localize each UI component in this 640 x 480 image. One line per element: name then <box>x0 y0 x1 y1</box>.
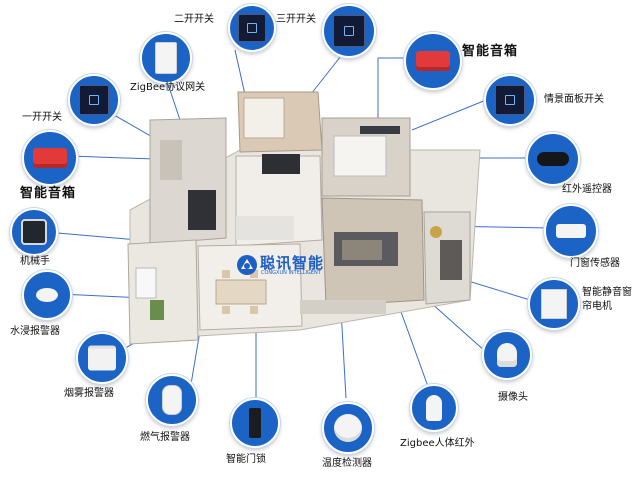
label-door-sensor: 门窗传感器 <box>570 258 620 269</box>
node-manipulator[interactable] <box>10 208 58 256</box>
company-logo: 聪讯智能 CONGXUN INTELLIGENT <box>236 250 356 280</box>
node-zigbee-gateway[interactable] <box>140 32 192 84</box>
node-door-sensor[interactable] <box>544 204 598 258</box>
node-temp-humidity-sensor[interactable] <box>322 402 374 454</box>
temp-sensor-icon <box>334 414 362 442</box>
node-gas-alarm[interactable] <box>146 374 198 426</box>
label-curtain-motor: 智能静音窗帘电机 <box>582 287 632 312</box>
pir-sensor-icon <box>426 395 442 421</box>
label-three-gang-switch: 三开开关 <box>276 14 316 25</box>
label-smoke-alarm: 烟雾报警器 <box>64 388 114 399</box>
node-camera[interactable] <box>482 330 532 380</box>
ir-remote-icon <box>537 152 569 166</box>
label-zigbee-pir: Zigbee人体红外 <box>400 438 475 449</box>
line-scene-panel <box>411 99 487 131</box>
label-temp-humidity-sensor: 温度检测器 <box>322 458 372 469</box>
water-leak-icon <box>36 288 58 302</box>
label-smart-speaker-top: 智能音箱 <box>462 44 519 59</box>
node-smoke-alarm[interactable] <box>76 332 128 384</box>
two-gang-switch-icon <box>238 14 266 42</box>
label-zigbee-gateway: ZigBee协议网关 <box>130 82 206 93</box>
line-pir <box>395 297 431 393</box>
label-two-gang-switch: 二开开关 <box>174 14 214 25</box>
gas-alarm-icon <box>162 385 182 415</box>
node-curtain-motor[interactable] <box>528 278 580 330</box>
node-three-gang-switch[interactable] <box>322 4 376 58</box>
door-lock-icon <box>249 408 261 438</box>
logo-name: 聪讯智能 <box>260 254 325 272</box>
node-smart-speaker-top[interactable] <box>404 32 462 90</box>
label-smart-speaker-left: 智能音箱 <box>20 186 77 201</box>
speaker-icon <box>416 51 450 71</box>
node-water-leak-alarm[interactable] <box>22 270 72 320</box>
node-ir-remote[interactable] <box>526 132 580 186</box>
gateway-icon <box>155 42 177 74</box>
logo-subtitle: CONGXUN INTELLIGENT <box>261 270 321 276</box>
label-water-leak-alarm: 水浸报警器 <box>10 326 60 337</box>
node-one-gang-switch[interactable] <box>68 74 120 126</box>
curtain-motor-icon <box>541 289 567 319</box>
door-sensor-icon <box>556 224 586 238</box>
line-camera <box>429 301 487 353</box>
label-manipulator: 机械手 <box>20 256 50 267</box>
three-gang-switch-icon <box>333 15 365 47</box>
manipulator-icon <box>21 219 47 245</box>
node-two-gang-switch[interactable] <box>228 4 276 52</box>
smoke-alarm-icon <box>88 345 116 371</box>
label-one-gang-switch: 一开开关 <box>22 112 62 123</box>
label-gas-alarm: 燃气报警器 <box>140 432 190 443</box>
node-zigbee-pir[interactable] <box>410 384 458 432</box>
one-gang-switch-icon <box>79 85 109 115</box>
label-ir-remote: 红外遥控器 <box>562 184 612 195</box>
speaker-icon <box>33 148 67 168</box>
node-scene-panel-switch[interactable] <box>484 74 536 126</box>
scene-panel-icon <box>495 85 525 115</box>
label-scene-panel-switch: 情景面板开关 <box>544 94 604 105</box>
node-smart-door-lock[interactable] <box>230 398 280 448</box>
label-camera: 摄像头 <box>498 392 528 403</box>
logo-mark-icon <box>237 255 257 275</box>
label-smart-door-lock: 智能门锁 <box>226 454 266 465</box>
camera-icon <box>497 343 517 367</box>
node-smart-speaker-left[interactable] <box>22 130 78 186</box>
